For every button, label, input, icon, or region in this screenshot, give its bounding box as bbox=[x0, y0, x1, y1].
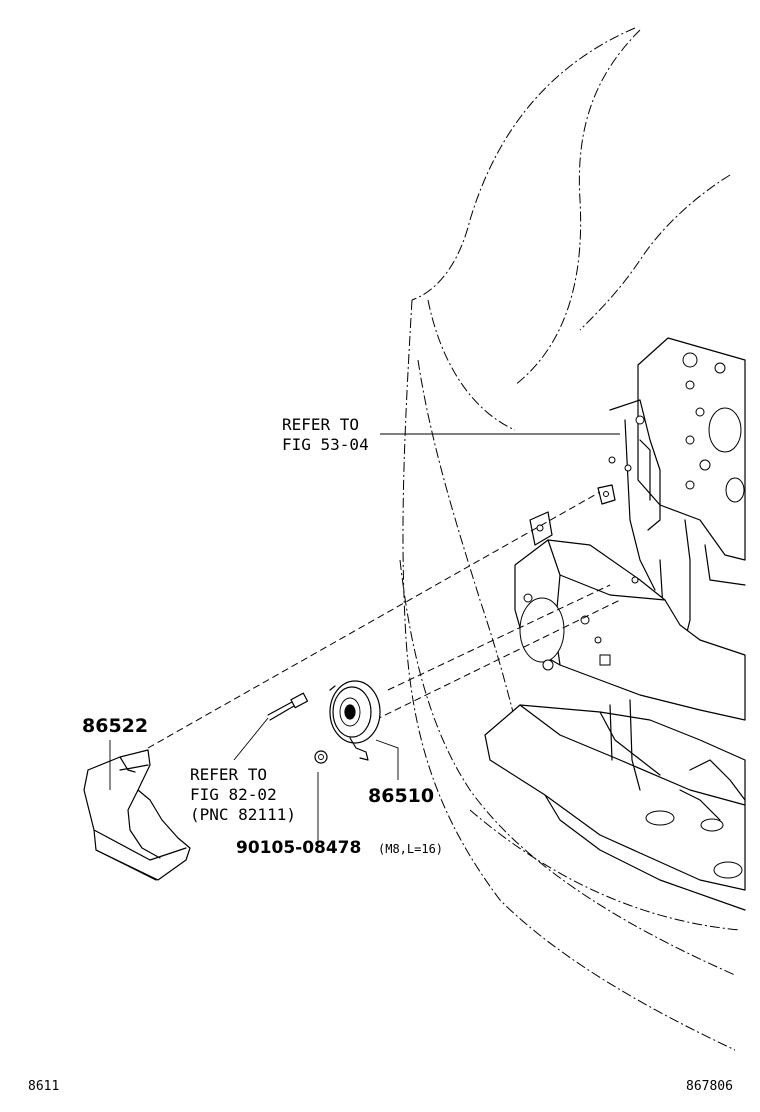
support-hole bbox=[685, 480, 695, 490]
crossmember-hole bbox=[700, 818, 724, 832]
support-hole bbox=[608, 456, 616, 464]
vehicle-outline bbox=[399, 27, 741, 1051]
horn-86510 bbox=[329, 680, 381, 761]
support-hole bbox=[699, 459, 711, 471]
support-hole bbox=[635, 415, 645, 425]
lower-crossmember bbox=[484, 699, 746, 911]
support-hole bbox=[685, 435, 695, 445]
support-hole bbox=[685, 380, 695, 390]
footer-right-code: 867806 bbox=[686, 1079, 733, 1094]
support-hole bbox=[682, 352, 698, 368]
crossmember-hole bbox=[645, 810, 675, 826]
callout-90105-08478: 90105-08478 bbox=[236, 838, 361, 858]
bracket-hole bbox=[542, 659, 554, 671]
refer-fig82-line2: FIG 82-02 bbox=[190, 785, 277, 804]
radiator-support bbox=[608, 337, 746, 691]
bracket-hole bbox=[599, 654, 611, 666]
bracket-hole bbox=[603, 491, 609, 497]
leader-lines bbox=[109, 433, 620, 845]
refer-fig82-line3: (PNC 82111) bbox=[190, 805, 296, 824]
assembly-guide-lines bbox=[147, 491, 621, 749]
callout-86522: 86522 bbox=[82, 715, 148, 737]
bracket-hole bbox=[594, 636, 602, 644]
bracket-hole bbox=[519, 597, 565, 663]
refer-fig53-line1: REFER TO bbox=[282, 415, 359, 434]
footer-left-code: 8611 bbox=[28, 1079, 59, 1094]
horn-bracket-member bbox=[514, 484, 746, 721]
callout-86510: 86510 bbox=[368, 785, 434, 807]
bracket-hole bbox=[631, 576, 639, 584]
bracket-hole bbox=[536, 524, 544, 532]
bracket-hole bbox=[523, 593, 533, 603]
support-hole bbox=[708, 407, 742, 453]
support-hole bbox=[725, 477, 745, 503]
bolt-90105 bbox=[314, 750, 328, 764]
support-hole bbox=[624, 464, 632, 472]
refer-fig82-line1: REFER TO bbox=[190, 765, 267, 784]
bolt-spec: (M8,L=16) bbox=[378, 842, 443, 856]
support-hole bbox=[714, 362, 726, 374]
refer-fig53-line2: FIG 53-04 bbox=[282, 435, 369, 454]
bracket-86522 bbox=[83, 749, 191, 881]
horn-connector bbox=[267, 692, 309, 721]
support-hole bbox=[695, 407, 705, 417]
crossmember-hole bbox=[713, 861, 743, 879]
